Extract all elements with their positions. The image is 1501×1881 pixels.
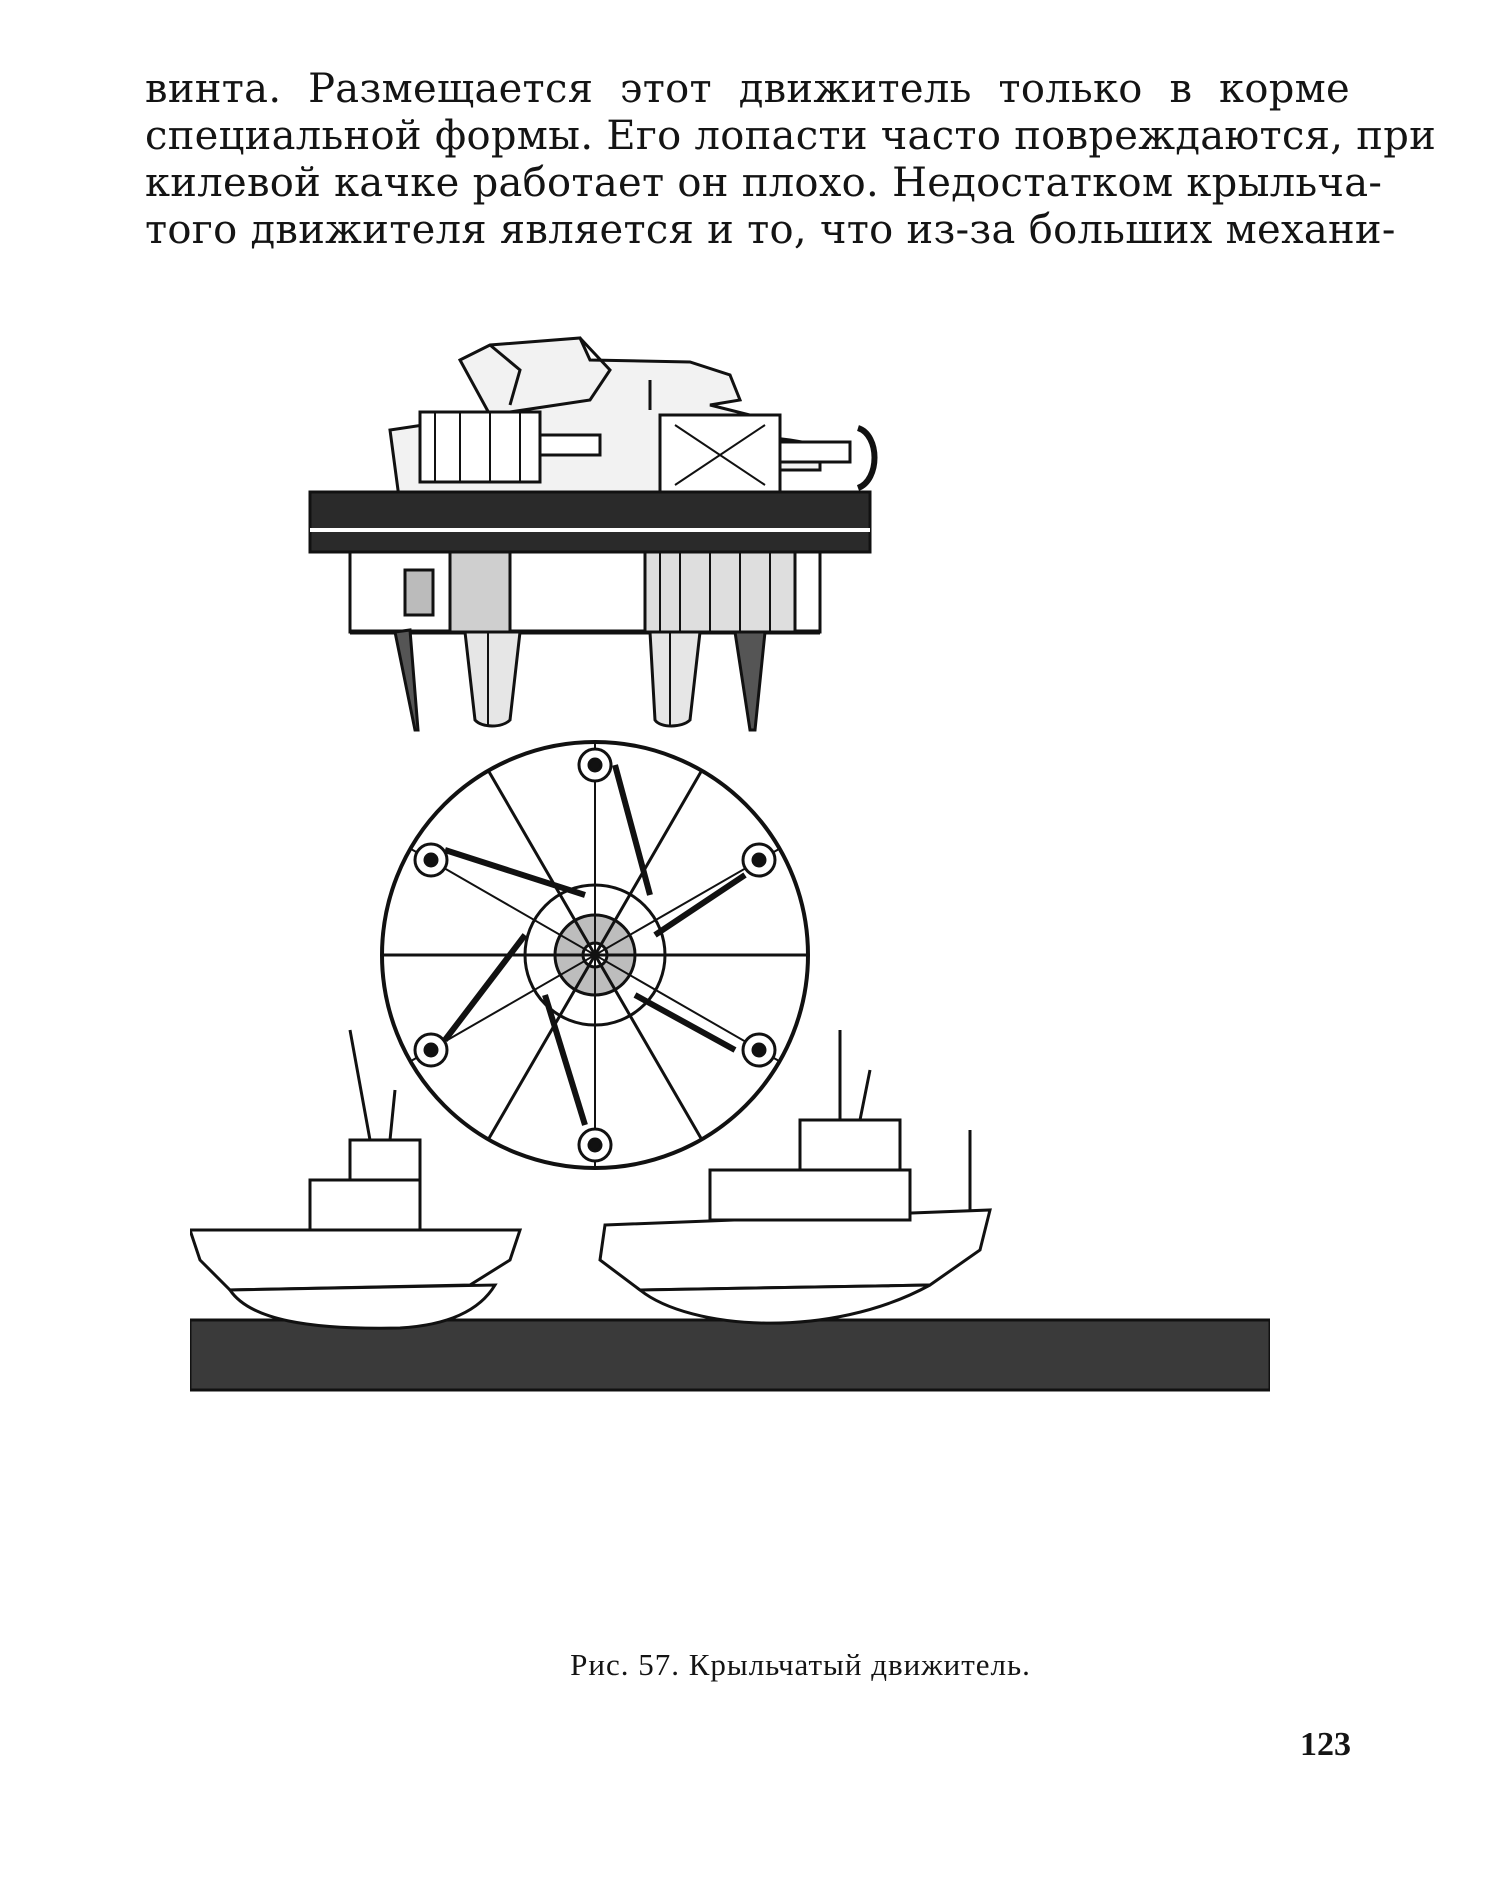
figure-caption: Рис. 57. Крыльчатый движитель.: [570, 1647, 1031, 1682]
page-number: 123: [1300, 1726, 1351, 1763]
text-line-2: специальной формы. Его лопасти часто пов…: [145, 113, 1437, 159]
blade-disk-diagram: [380, 740, 810, 1170]
body-paragraph: винта. Размещается этот движитель только…: [145, 66, 1437, 254]
figure-57: [190, 330, 1270, 1620]
vessels-drawing: [190, 1029, 1270, 1392]
text-line-4: того движителя является и то, что из-за …: [145, 207, 1396, 253]
propeller-mechanism-drawing: [308, 336, 878, 732]
text-line-3: килевой качке работает он плохо. Недоста…: [145, 160, 1383, 206]
figure-illustration: [190, 336, 1270, 1392]
text-line-1: винта. Размещается этот движитель только…: [145, 66, 1350, 112]
